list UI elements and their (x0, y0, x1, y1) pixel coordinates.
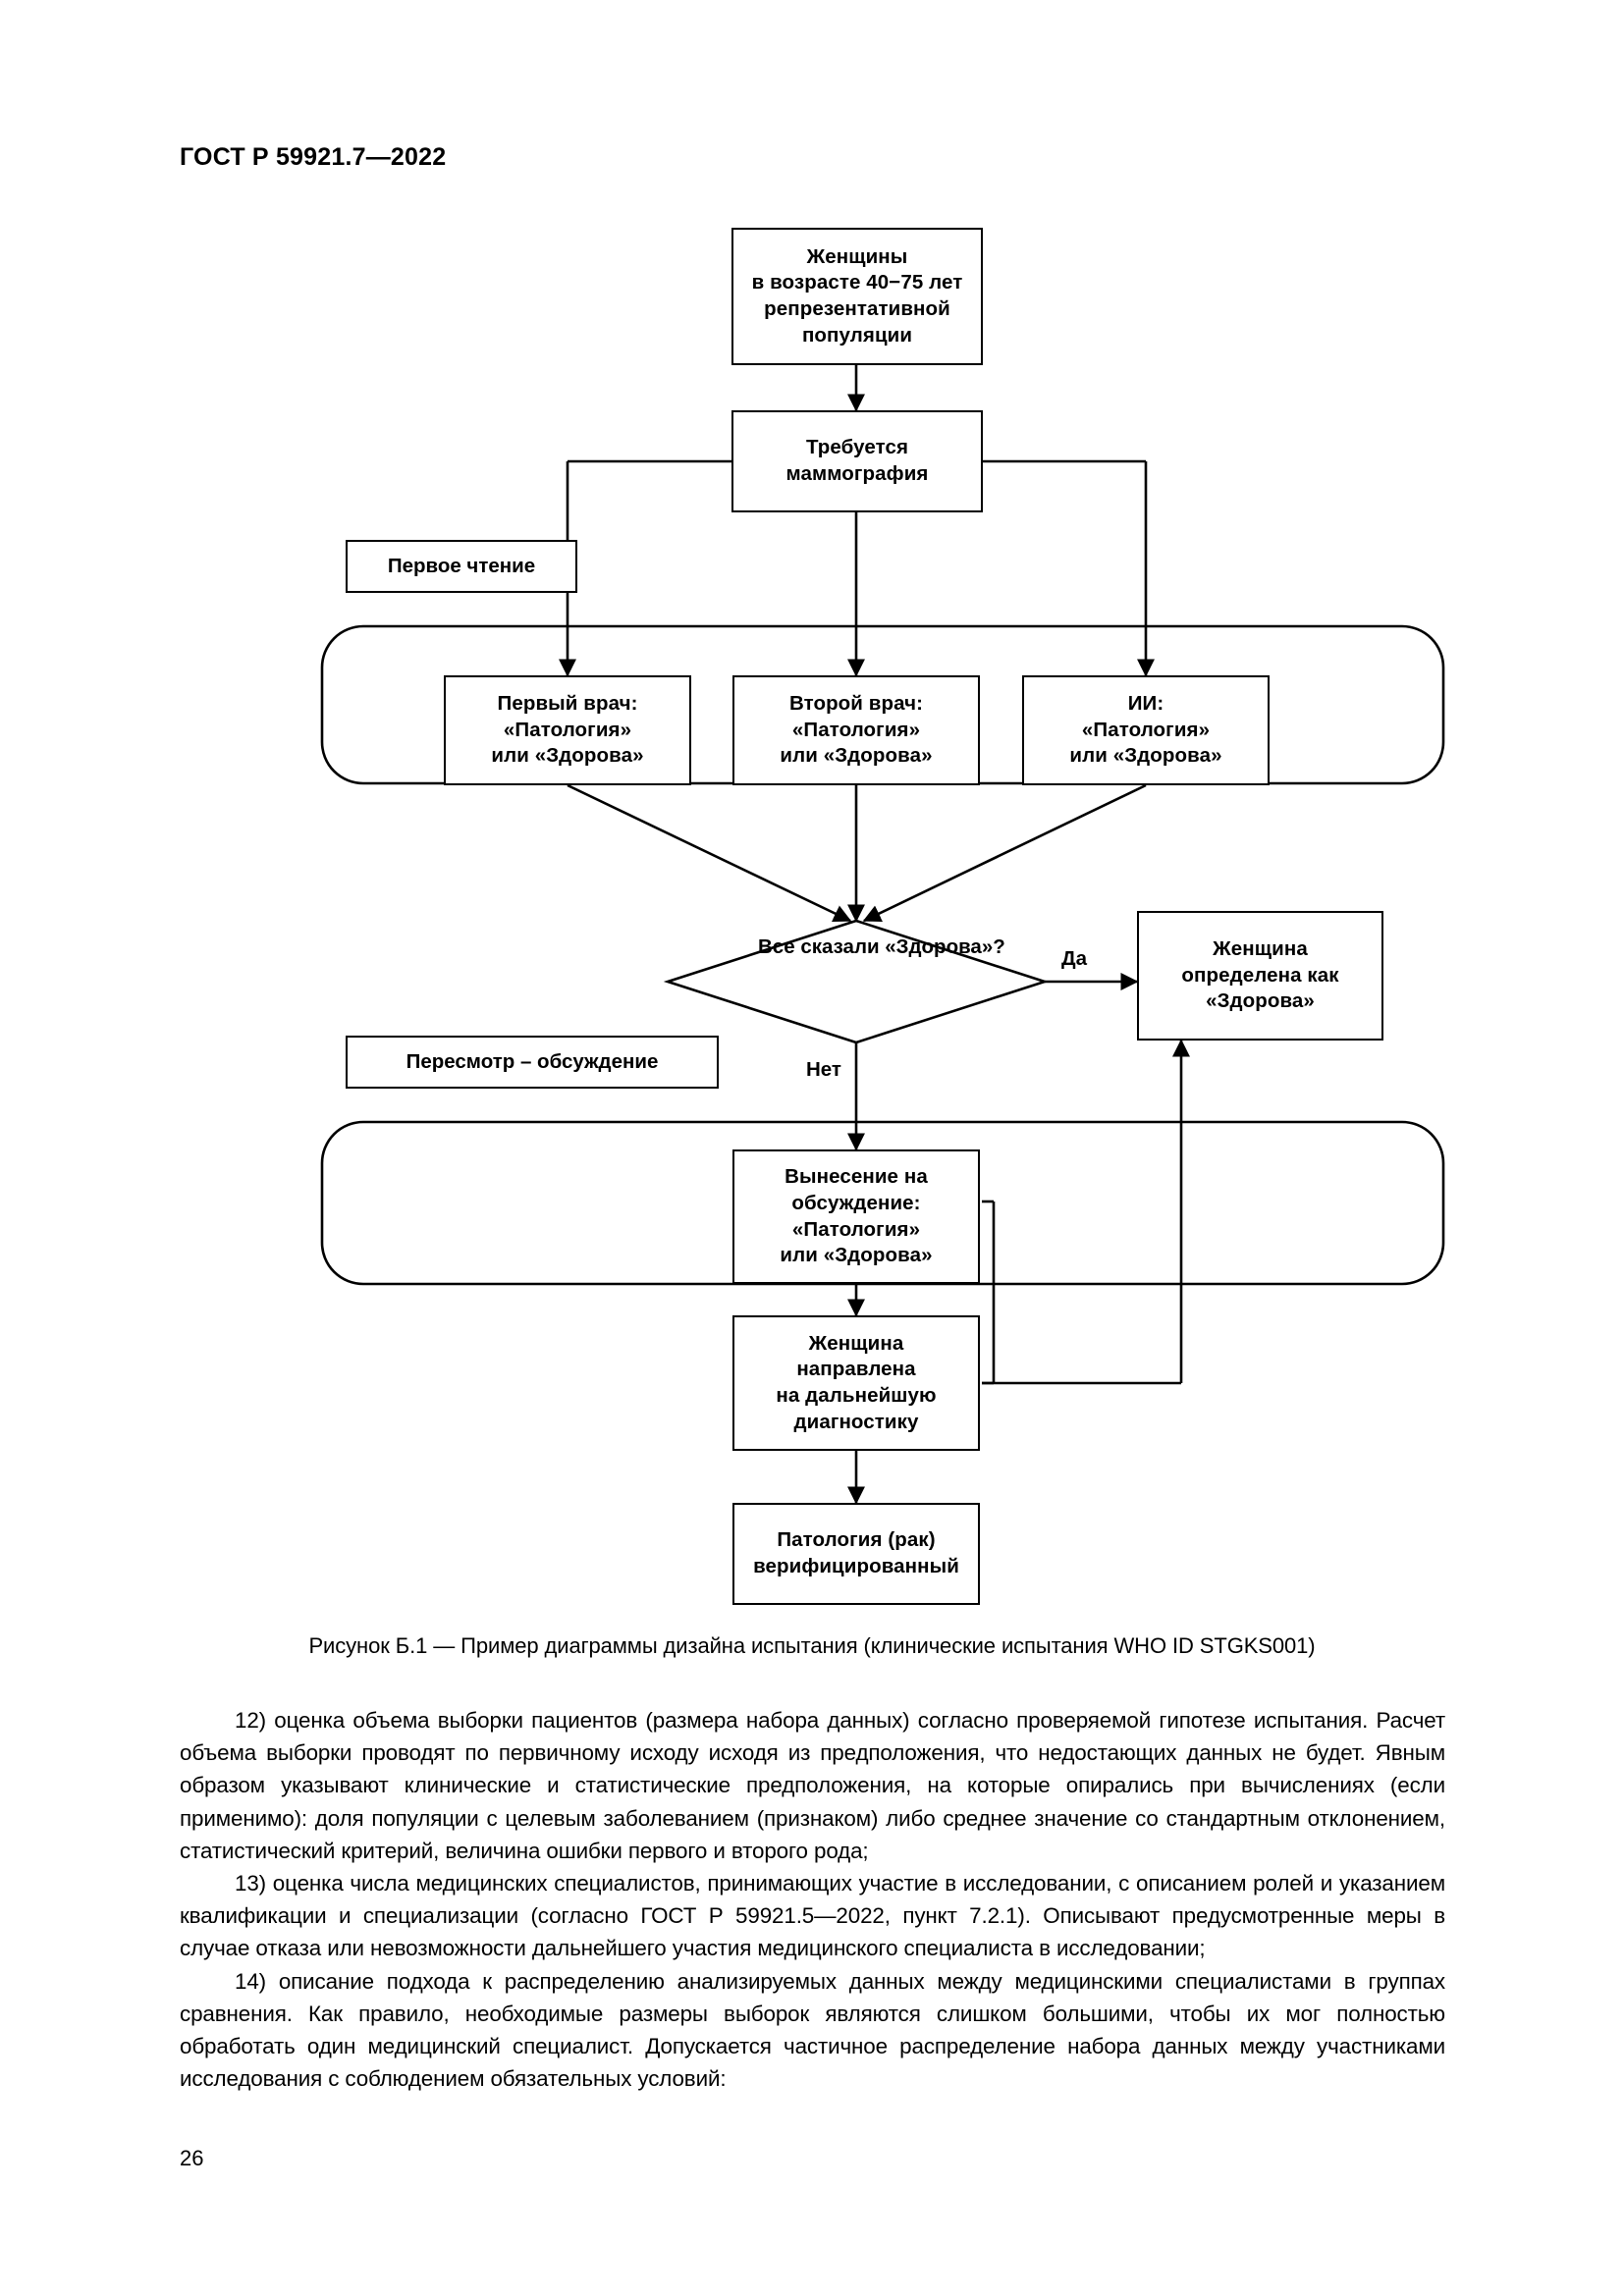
body-paragraph-13: 13) оценка числа медицинских специалисто… (180, 1871, 1445, 1961)
label-review-discussion: Пересмотр – обсуждение (346, 1036, 719, 1089)
node-doctor-2-line-2: «Патология» (791, 718, 921, 741)
node-decision-all-healthy: Все сказали «Здорова»? (758, 934, 1005, 961)
body-paragraph-14: 14) описание подхода к распределению ана… (180, 1968, 1445, 2092)
node-doctor-2-line-1: Второй врач: (788, 692, 924, 716)
node-referral-line-1: Женщина (808, 1331, 904, 1355)
node-healthy-line-2: определена как (1181, 963, 1339, 987)
edge-label-no: Нет (803, 1058, 844, 1082)
node-referred-for-diagnostics: Женщина направлена на дальнейшую диагнос… (732, 1315, 980, 1451)
node-healthy-line-3: «Здорова» (1206, 989, 1315, 1013)
node-doctor-1: Первый врач: «Патология» или «Здорова» (444, 675, 691, 785)
node-population-line-2: в возрасте 40−75 лет (751, 271, 963, 294)
node-healthy-line-1: Женщина (1213, 937, 1308, 961)
node-decision-line-3: «Здорова»? (885, 935, 1005, 958)
node-mammography-required: Требуется маммография (731, 410, 983, 512)
node-mammography-line-1: Требуется (805, 436, 909, 459)
body-paragraph-12: 12) оценка объема выборки пациентов (раз… (180, 1708, 1445, 1863)
node-discussion-line-1: Вынесение на (785, 1165, 928, 1189)
node-referral-line-3: на дальнейшую (776, 1384, 937, 1407)
node-referral-line-2: направлена (796, 1358, 916, 1381)
node-population: Женщины в возрасте 40−75 лет репрезентат… (731, 228, 983, 365)
node-decision-line-2: сказали (800, 935, 880, 958)
document-header: ГОСТ Р 59921.7—2022 (180, 143, 447, 171)
node-doctor-2: Второй врач: «Патология» или «Здорова» (732, 675, 980, 785)
figure-b1-flowchart: Женщины в возрасте 40−75 лет репрезентат… (320, 228, 1445, 1605)
node-population-line-3: репрезентативной (764, 297, 950, 320)
node-doctor-2-line-3: или «Здорова» (780, 744, 933, 768)
label-first-reading: Первое чтение (346, 540, 577, 593)
node-verified-line-1: Патология (рак) (777, 1528, 936, 1552)
node-discussion-line-3: «Патология» (791, 1217, 921, 1241)
node-ai-reader: ИИ: «Патология» или «Здорова» (1022, 675, 1270, 785)
body-text: 12) оценка объема выборки пациентов (раз… (180, 1704, 1445, 2095)
node-ai-line-2: «Патология» (1081, 718, 1211, 741)
node-ai-line-1: ИИ: (1127, 692, 1164, 716)
node-woman-healthy: Женщина определена как «Здорова» (1137, 911, 1383, 1041)
node-discussion-line-2: обсуждение: (791, 1191, 921, 1214)
node-referral-line-4: диагностику (793, 1410, 919, 1433)
node-population-line-1: Женщины (806, 244, 908, 268)
node-doctor-1-line-2: «Патология» (503, 718, 632, 741)
node-ai-line-3: или «Здорова» (1069, 744, 1222, 768)
node-doctor-1-line-3: или «Здорова» (491, 744, 644, 768)
node-doctor-1-line-1: Первый врач: (497, 692, 638, 716)
figure-caption: Рисунок Б.1 — Пример диаграммы дизайна и… (308, 1633, 1316, 1658)
node-population-line-4: популяции (801, 323, 913, 347)
node-verified-line-2: верифицированный (753, 1555, 959, 1577)
page-number: 26 (180, 2146, 204, 2170)
node-discussion-line-4: или «Здорова» (780, 1244, 933, 1267)
edge-label-yes: Да (1058, 947, 1091, 971)
node-submitted-for-discussion: Вынесение на обсуждение: «Патология» или… (732, 1149, 980, 1284)
node-verified-pathology: Патология (рак) верифицированный (732, 1503, 980, 1605)
node-mammography-line-2: маммография (785, 462, 929, 485)
node-decision-line-1: Все (758, 935, 795, 958)
